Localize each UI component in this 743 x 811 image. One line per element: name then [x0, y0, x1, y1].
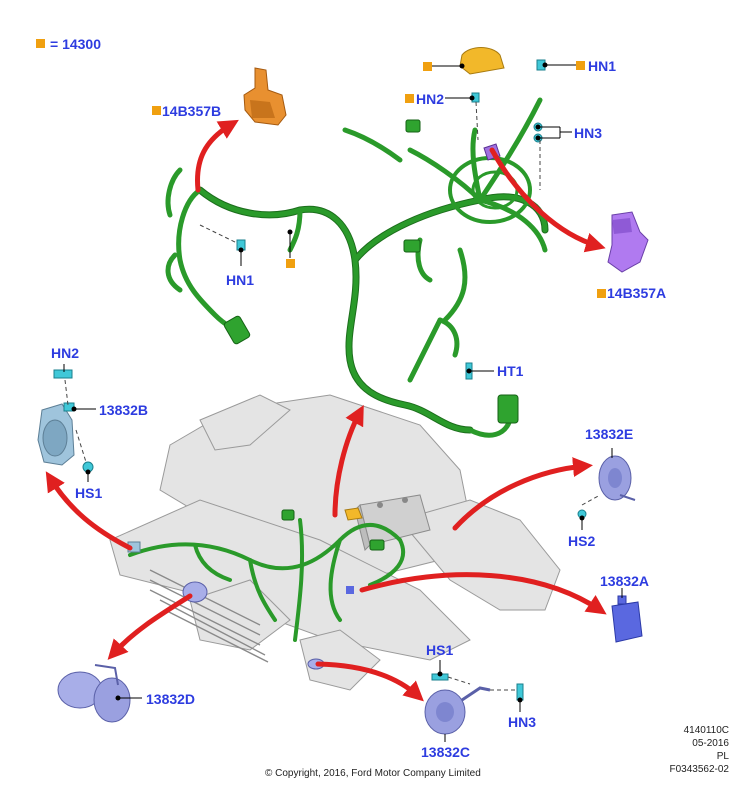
label-hs1-bottom: HS1	[426, 642, 454, 658]
ref-line-4: F0343562-02	[669, 764, 730, 775]
item-14300	[344, 47, 505, 521]
label-13832e: 13832E	[585, 426, 634, 442]
horn-13832b	[37, 403, 75, 466]
marker-14b357a	[597, 289, 606, 298]
marker-hn1-top	[576, 61, 585, 70]
arrow-to-13832e	[452, 457, 593, 531]
copyright-text: © Copyright, 2016, Ford Motor Company Li…	[265, 768, 481, 779]
arrow-to-13832a	[359, 572, 607, 615]
label-hn2-left: HN2	[51, 345, 80, 361]
front-end-structure	[109, 394, 561, 691]
main-wiring-harness	[165, 97, 549, 438]
horn-13832d	[57, 664, 131, 723]
marker-14300-top	[423, 62, 432, 71]
arrow-to-13832b	[45, 471, 133, 551]
label-13832c: 13832C	[421, 744, 471, 760]
module-13832a	[611, 595, 643, 643]
ref-line-3: PL	[716, 751, 729, 762]
label-ht1: HT1	[497, 363, 524, 379]
harness-connectors	[223, 119, 519, 551]
label-13832b: 13832B	[99, 402, 149, 418]
label-13832a: 13832A	[600, 573, 650, 589]
label-hn2-top: HN2	[416, 91, 445, 107]
arrow-to-harness	[332, 404, 364, 518]
leader-dots	[71, 62, 585, 703]
ref-line-2: 05-2016	[692, 738, 729, 749]
reference-block: 4140110C 05-2016 PL F0343562-02	[670, 724, 730, 776]
arrow-to-13832c	[315, 661, 424, 702]
marker-14b357b	[152, 106, 161, 115]
label-hn1-top: HN1	[588, 58, 617, 74]
bracket-14b357b	[243, 67, 287, 126]
arrow-to-14b357a	[489, 147, 606, 253]
arrow-to-13832d	[107, 593, 193, 660]
fasteners	[53, 59, 587, 701]
horn-13832e	[598, 455, 636, 501]
leader-lines	[63, 64, 623, 742]
label-hs2: HS2	[568, 533, 596, 549]
battery	[354, 494, 431, 551]
assembly-lines	[64, 101, 601, 691]
location-arrows	[45, 119, 607, 702]
bracket-14b357a	[483, 143, 649, 273]
horn-13832c	[424, 686, 491, 735]
label-14b357b: 14B357B	[162, 103, 222, 119]
label-hn3-bottom: HN3	[508, 714, 537, 730]
engine-bay-harness	[128, 518, 406, 642]
arrow-to-14b357b	[194, 119, 239, 193]
label-hs1-left: HS1	[75, 485, 103, 501]
marker-14300-harness	[286, 259, 295, 268]
legend-marker	[36, 39, 45, 48]
ref-line-1: 4140110C	[683, 725, 729, 736]
marker-hn2-top	[405, 94, 414, 103]
legend-text: = 14300	[50, 36, 101, 52]
label-13832d: 13832D	[146, 691, 196, 707]
label-hn1-left: HN1	[226, 272, 255, 288]
label-14b357a: 14B357A	[607, 285, 667, 301]
label-hn3-top: HN3	[574, 125, 603, 141]
